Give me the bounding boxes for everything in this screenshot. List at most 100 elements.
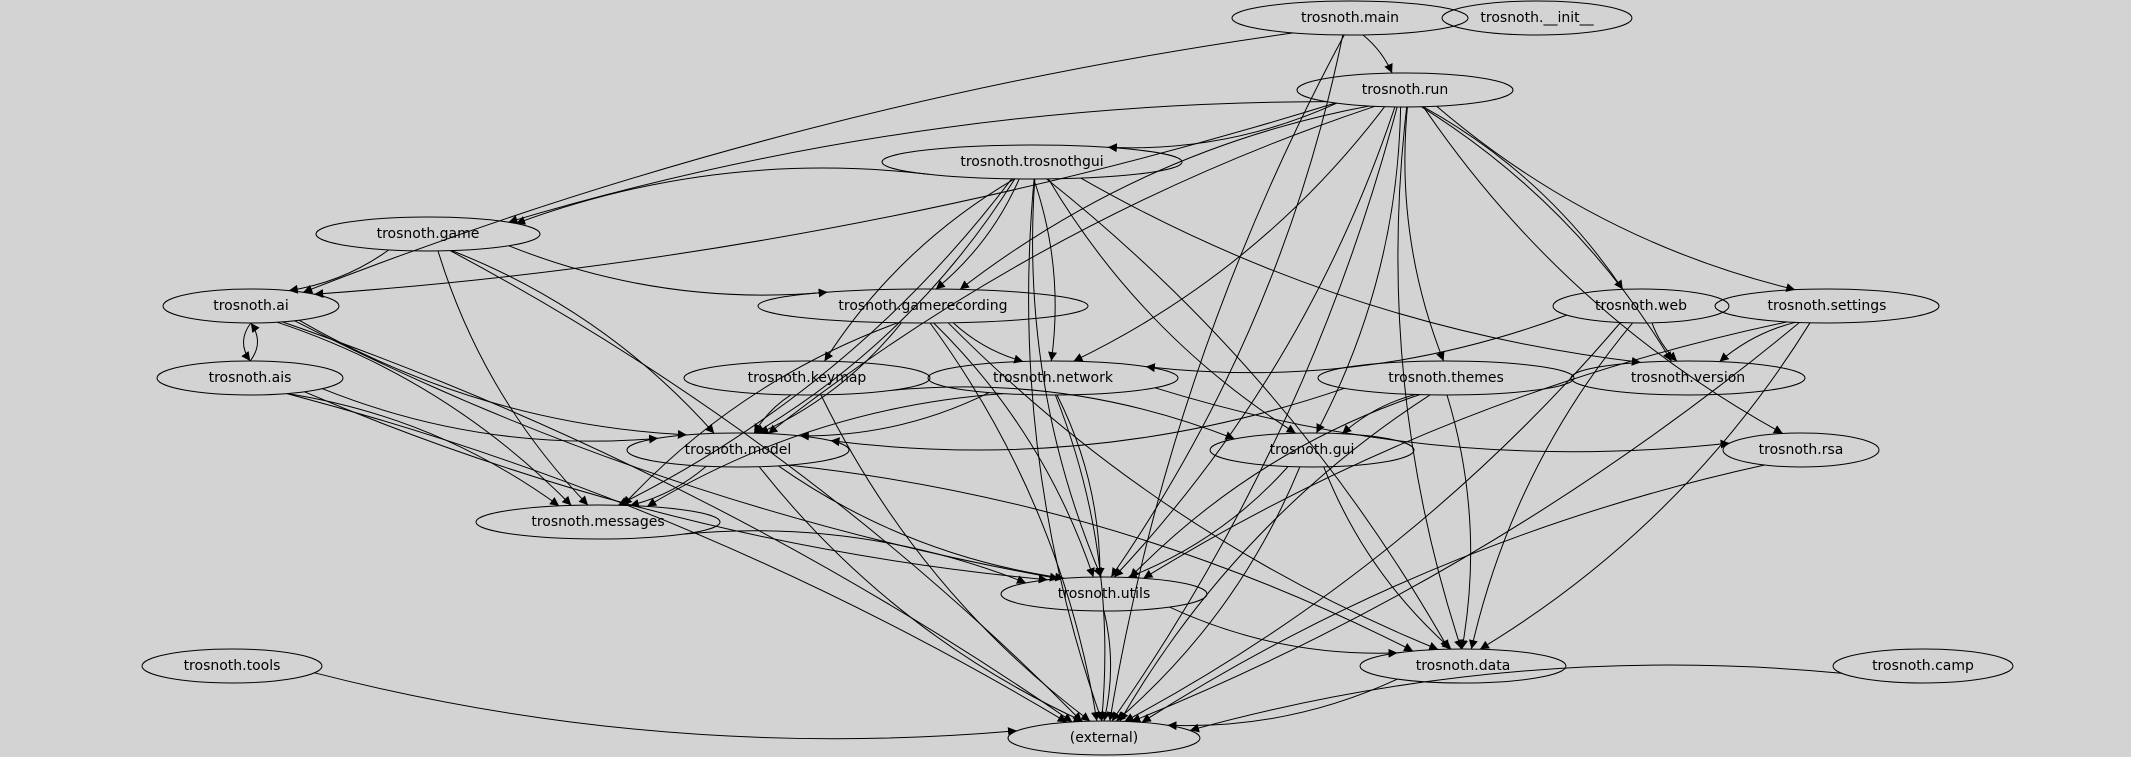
node-ellipse: [683, 360, 931, 396]
node-ellipse: [1317, 360, 1575, 396]
edge-themes-to-external: [1119, 394, 1431, 722]
node-ellipse: [315, 216, 541, 252]
node-label: trosnoth.ais: [209, 370, 292, 386]
node-ellipse: [757, 288, 1089, 324]
edge-gamerecording-to-data: [947, 322, 1439, 651]
edge-ai-to-external: [282, 321, 1073, 723]
edge-messages-to-utils: [683, 530, 1027, 584]
edge-web-to-data: [1469, 322, 1633, 650]
node-label: trosnoth.network: [993, 370, 1114, 386]
edge-main-to-ai: [303, 32, 1294, 294]
node-themes: trosnoth.themes: [1317, 360, 1575, 396]
node-label: trosnoth.tools: [184, 658, 281, 674]
edge-ai-to-messages: [276, 321, 572, 506]
node-label: (external): [1070, 730, 1139, 746]
edge-run-to-model: [767, 105, 1375, 434]
edge-themes-to-data: [1446, 394, 1472, 650]
edge-web-to-version: [1651, 322, 1678, 362]
edge-run-to-trosnothgui: [1107, 102, 1337, 153]
edge-run-to-themes: [1404, 106, 1445, 362]
edge-settings-to-external: [1131, 322, 1800, 723]
edge-gamerecording-to-messages: [622, 322, 898, 506]
node-ellipse: [1231, 0, 1469, 36]
edge-network-to-model: [799, 392, 990, 441]
edge-game-to-external: [450, 250, 1083, 722]
edge-trosnothgui-to-gamerecording: [935, 178, 1020, 290]
node-ellipse: [1714, 288, 1940, 324]
node-ellipse: [1832, 648, 2014, 684]
edge-run-to-web: [1423, 106, 1624, 290]
node-label: trosnoth.run: [1362, 82, 1449, 98]
node-ellipse: [1552, 288, 1730, 324]
node-ellipse: [881, 144, 1183, 180]
edge-network-to-external: [1054, 394, 1107, 722]
edge-tools-to-external: [314, 672, 1018, 740]
edge-run-to-data: [1397, 106, 1463, 650]
edge-model-to-data: [788, 464, 1414, 652]
edge-network-to-utils: [1056, 394, 1105, 578]
edge-run-to-network: [1073, 106, 1385, 362]
node-label: trosnoth.__init__: [1480, 10, 1594, 26]
edge-gui-to-external: [1115, 466, 1301, 722]
edge-gamerecording-to-network: [952, 322, 1024, 364]
edge-main-to-utils: [1110, 34, 1344, 578]
edge-gui-to-utils: [1127, 466, 1289, 579]
node-label: trosnoth.web: [1595, 298, 1687, 314]
node-version: trosnoth.version: [1570, 360, 1806, 396]
edge-run-to-game: [508, 101, 1327, 224]
edge-ais-to-utils: [304, 391, 1048, 584]
edge-trosnothgui-to-external: [1028, 178, 1104, 722]
node-ellipse: [475, 504, 721, 540]
edge-ai-to-model: [298, 319, 687, 439]
edge-run-to-rsa: [1422, 106, 1784, 434]
edge-network-to-rsa: [1154, 387, 1730, 453]
edge-ais-to-external: [286, 393, 1068, 723]
edge-trosnothgui-to-game: [515, 167, 929, 225]
edge-ais-to-messages: [287, 393, 560, 507]
node-init: trosnoth.__init__: [1441, 0, 1633, 36]
edge-themes-to-utils: [1129, 394, 1420, 578]
node-ellipse: [141, 648, 323, 684]
node-ellipse: [1296, 72, 1514, 108]
edge-run-to-external: [1111, 106, 1398, 722]
edge-trosnothgui-to-model: [754, 178, 1016, 434]
node-camp: trosnoth.camp: [1832, 648, 2014, 684]
edge-keymap-to-model: [753, 394, 792, 434]
edge-utils-to-external: [1101, 610, 1112, 722]
node-ellipse: [1007, 720, 1201, 756]
edge-game-to-ai: [288, 249, 390, 294]
node-ellipse: [927, 360, 1179, 396]
edge-ais-to-model: [322, 388, 659, 444]
edge-gamerecording-to-external: [929, 322, 1100, 722]
edge-game-to-messages: [437, 250, 589, 506]
edge-rsa-to-external: [1141, 464, 1765, 723]
node-ellipse: [626, 432, 850, 468]
node-label: trosnoth.keymap: [748, 370, 867, 386]
edge-trosnothgui-to-messages: [617, 178, 1013, 506]
edge-camp-to-external: [1189, 664, 1842, 733]
node-label: trosnoth.messages: [531, 514, 664, 530]
edge-trosnothgui-to-version: [1080, 177, 1641, 366]
node-model: trosnoth.model: [626, 432, 850, 468]
node-label: trosnoth.camp: [1872, 658, 1974, 674]
node-data: trosnoth.data: [1359, 648, 1567, 684]
edge-run-to-gamerecording: [959, 105, 1370, 290]
edge-gui-to-data: [1323, 466, 1452, 650]
edge-gamerecording-to-model: [759, 322, 902, 434]
node-label: trosnoth.themes: [1388, 370, 1504, 386]
node-label: trosnoth.gamerecording: [838, 298, 1007, 314]
node-ellipse: [1359, 648, 1567, 684]
node-settings: trosnoth.settings: [1714, 288, 1940, 324]
node-ellipse: [1441, 0, 1633, 36]
node-label: trosnoth.version: [1631, 370, 1745, 386]
edge-trosnothgui-to-network: [1033, 178, 1057, 362]
edge-model-to-messages: [629, 465, 707, 508]
edge-trosnothgui-to-utils: [1032, 178, 1102, 578]
node-ellipse: [156, 360, 344, 396]
edge-trosnothgui-to-data: [1046, 178, 1450, 650]
node-label: trosnoth.main: [1301, 10, 1399, 26]
node-utils: trosnoth.utils: [1000, 576, 1208, 612]
node-label: trosnoth.gui: [1270, 442, 1355, 458]
node-label: trosnoth.game: [377, 226, 480, 242]
node-ellipse: [1570, 360, 1806, 396]
